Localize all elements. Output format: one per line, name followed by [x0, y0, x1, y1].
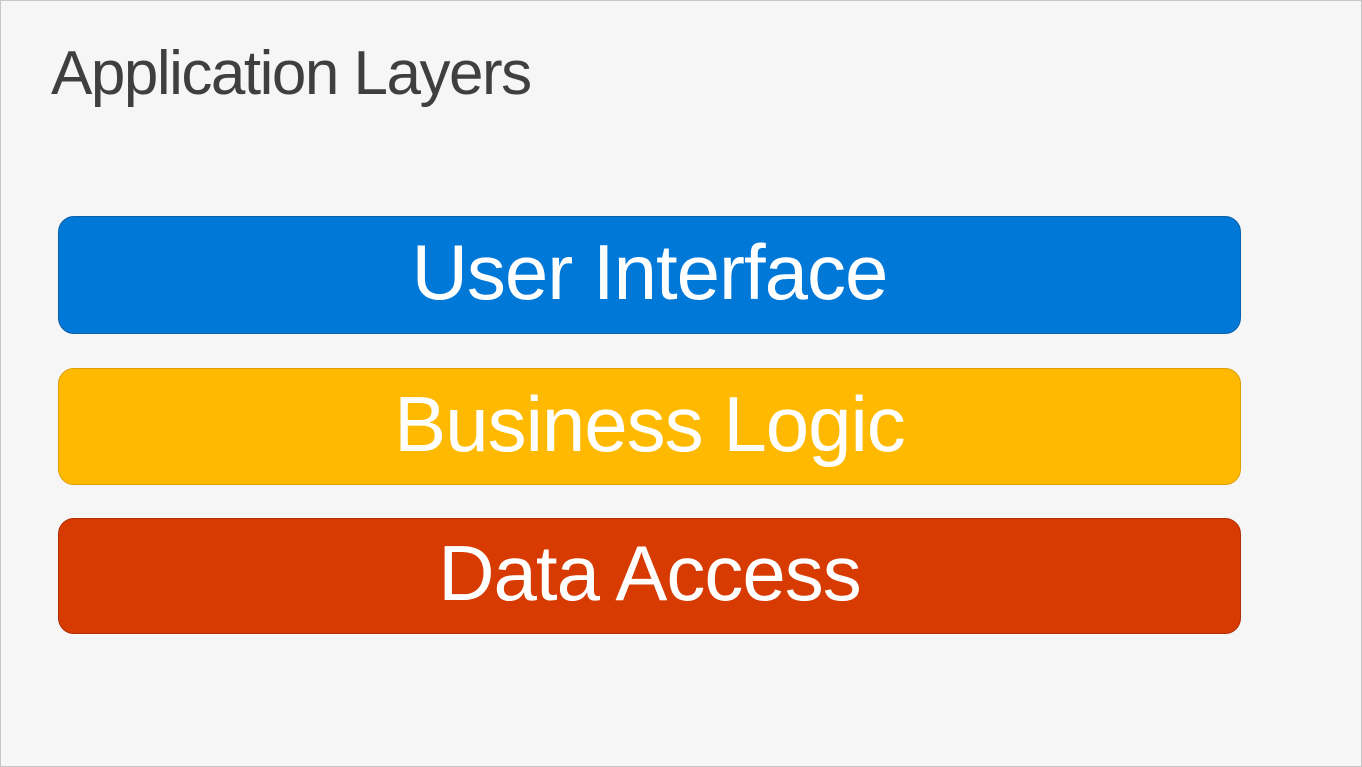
- layer-business-logic: Business Logic: [58, 368, 1241, 485]
- layer-user-interface: User Interface: [58, 216, 1241, 334]
- layer-data-access: Data Access: [58, 518, 1241, 634]
- layer-business-logic-label: Business Logic: [394, 379, 906, 468]
- slide-title: Application Layers: [51, 39, 532, 108]
- layer-data-access-label: Data Access: [438, 529, 862, 617]
- layer-user-interface-label: User Interface: [411, 228, 889, 316]
